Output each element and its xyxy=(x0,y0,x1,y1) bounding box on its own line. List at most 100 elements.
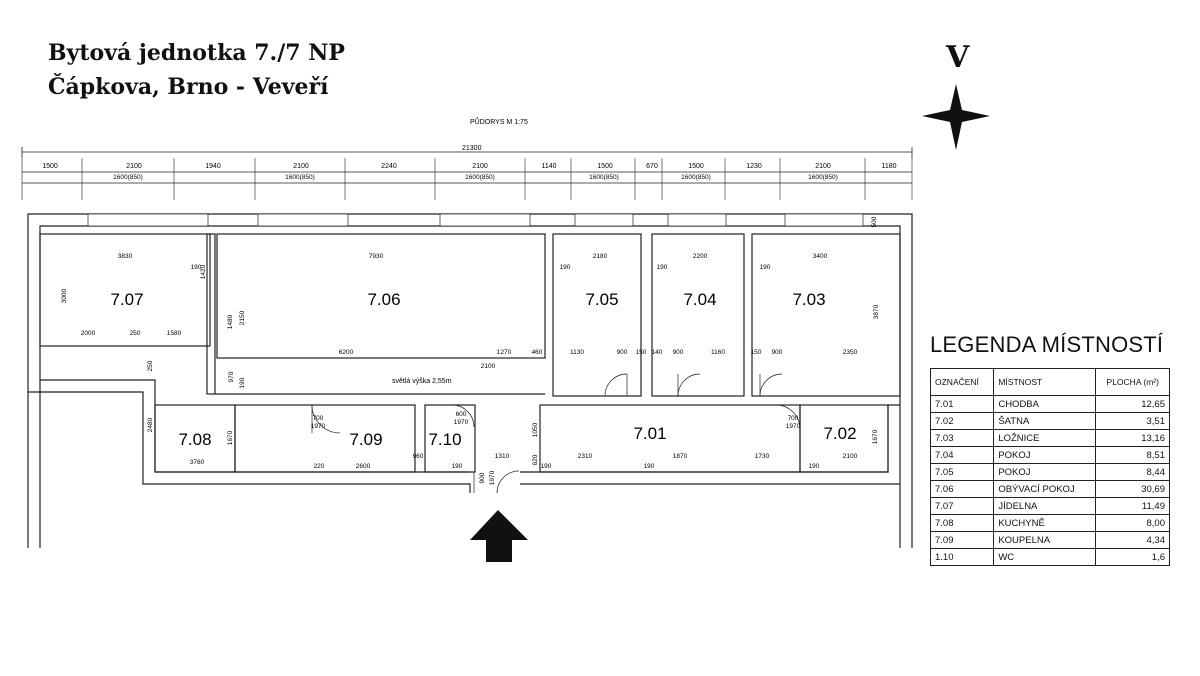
inner-dimension: 970 xyxy=(228,371,235,382)
room-legend: LEGENDA MÍSTNOSTÍ OZNAČENÍ MÍSTNOST PLOC… xyxy=(929,332,1170,566)
legend-area: 13,16 xyxy=(1095,429,1170,447)
legend-room-name: POKOJ xyxy=(993,463,1097,481)
top-dimension: 1500 xyxy=(688,163,704,170)
legend-room-name: CHODBA xyxy=(993,395,1097,413)
window-dimension-labels: 1600(850) 1600(850) 1600(850) 1600(850) 1600… xyxy=(113,174,838,181)
legend-room-name: LOŽNICE xyxy=(993,429,1097,447)
outer-walls xyxy=(27,213,913,548)
title-line-2: Čápkova, Brno - Veveří xyxy=(48,74,329,100)
top-dimension: 1230 xyxy=(746,163,762,170)
legend-code: 7.09 xyxy=(929,531,995,549)
room-label: 7.06 xyxy=(367,290,400,309)
legend-area: 8,44 xyxy=(1095,463,1170,481)
inner-dimension: 2310 xyxy=(578,453,593,460)
legend-area: 8,00 xyxy=(1095,514,1170,532)
legend-room-name: ŠATNA xyxy=(993,412,1097,430)
inner-dimension: 1730 xyxy=(755,453,770,460)
inner-dimension: 2180 xyxy=(593,253,608,260)
inner-dimension: 250 xyxy=(147,360,154,371)
room-label: 7.08 xyxy=(178,430,211,449)
entrance-arrow-icon xyxy=(470,510,528,562)
legend-code: 7.03 xyxy=(929,429,995,447)
inner-dimension: 700 xyxy=(313,415,324,422)
legend-code: 7.07 xyxy=(929,497,995,515)
inner-dimension: 900 xyxy=(772,349,783,356)
legend-header-code: OZNAČENÍ xyxy=(929,368,995,396)
legend-room-name: KOUPELNA xyxy=(993,531,1097,549)
top-dimension: 2100 xyxy=(293,163,309,170)
room-label: 7.09 xyxy=(349,430,382,449)
top-dimension: 1940 xyxy=(205,163,221,170)
legend-header-room: MÍSTNOST xyxy=(993,368,1097,396)
windows xyxy=(87,213,864,227)
legend-area: 30,69 xyxy=(1095,480,1170,498)
inner-dimension: 900 xyxy=(617,349,628,356)
inner-dimension: 2350 xyxy=(843,349,858,356)
inner-dimension: 190 xyxy=(560,264,571,271)
window-dimension: 1600(850) xyxy=(285,174,315,181)
inner-dimension: 7930 xyxy=(369,253,384,260)
ceiling-note: světlá výška 2,55m xyxy=(392,378,452,385)
compass-letter: V xyxy=(946,40,970,75)
title-line-1: Bytová jednotka 7./7 NP xyxy=(48,40,345,66)
legend-title: LEGENDA MÍSTNOSTÍ xyxy=(930,332,1164,357)
top-dimension: 2100 xyxy=(472,163,488,170)
inner-dimension: 3760 xyxy=(190,459,205,466)
inner-dimension: 220 xyxy=(314,463,325,470)
legend-area: 4,34 xyxy=(1095,531,1170,549)
inner-dimension: 1870 xyxy=(673,453,688,460)
inner-dimension: 2150 xyxy=(239,310,246,325)
legend-code: 7.08 xyxy=(929,514,995,532)
top-dimension: 2240 xyxy=(381,163,397,170)
inner-dimension: 460 xyxy=(532,349,543,356)
inner-dimension: 1970 xyxy=(311,423,326,430)
inner-dimension: 1580 xyxy=(167,330,182,337)
legend-area: 11,49 xyxy=(1095,497,1170,515)
legend-header-area: PLOCHA (m²) xyxy=(1095,368,1170,396)
legend-code: 7.01 xyxy=(929,395,995,413)
inner-dimension: 190 xyxy=(809,463,820,470)
window-dimension: 1600(850) xyxy=(808,174,838,181)
legend-code: 7.02 xyxy=(929,412,995,430)
inner-dimension: 150 xyxy=(636,349,647,356)
top-dimension: 1500 xyxy=(597,163,613,170)
inner-dimension-labels: 3830190142079301902180190220019034005003… xyxy=(61,216,880,485)
legend-code: 1.10 xyxy=(929,548,995,566)
doors xyxy=(311,373,801,494)
inner-dimension: 2600 xyxy=(356,463,371,470)
inner-dimension: 190 xyxy=(191,264,202,271)
inner-dimension: 1270 xyxy=(497,349,512,356)
inner-dimension: 1420 xyxy=(200,264,207,279)
window-dimension: 1600(850) xyxy=(681,174,711,181)
window-dimension: 1600(850) xyxy=(113,174,143,181)
legend-room-name: KUCHYNĚ xyxy=(993,514,1097,532)
inner-dimension: 150 xyxy=(751,349,762,356)
window-dimension: 1600(850) xyxy=(465,174,495,181)
room-walls xyxy=(39,233,901,473)
inner-dimension: 900 xyxy=(479,472,486,483)
inner-dimension: 1050 xyxy=(532,422,539,437)
total-dimension: 21300 xyxy=(462,145,482,152)
top-dimension: 1140 xyxy=(541,163,556,170)
top-dimension: 2100 xyxy=(815,163,831,170)
top-dimension: 670 xyxy=(646,163,658,170)
inner-dimension: 2000 xyxy=(81,330,96,337)
compass-star-icon xyxy=(922,84,990,150)
room-label: 7.04 xyxy=(683,290,716,309)
inner-dimension: 1130 xyxy=(570,349,584,356)
legend-area: 1,6 xyxy=(1095,548,1170,566)
inner-dimension: 1160 xyxy=(711,349,725,356)
top-dimension: 1180 xyxy=(881,163,896,170)
window-dimension: 1600(850) xyxy=(589,174,619,181)
inner-dimension: 1970 xyxy=(786,423,801,430)
room-label: 7.05 xyxy=(585,290,618,309)
